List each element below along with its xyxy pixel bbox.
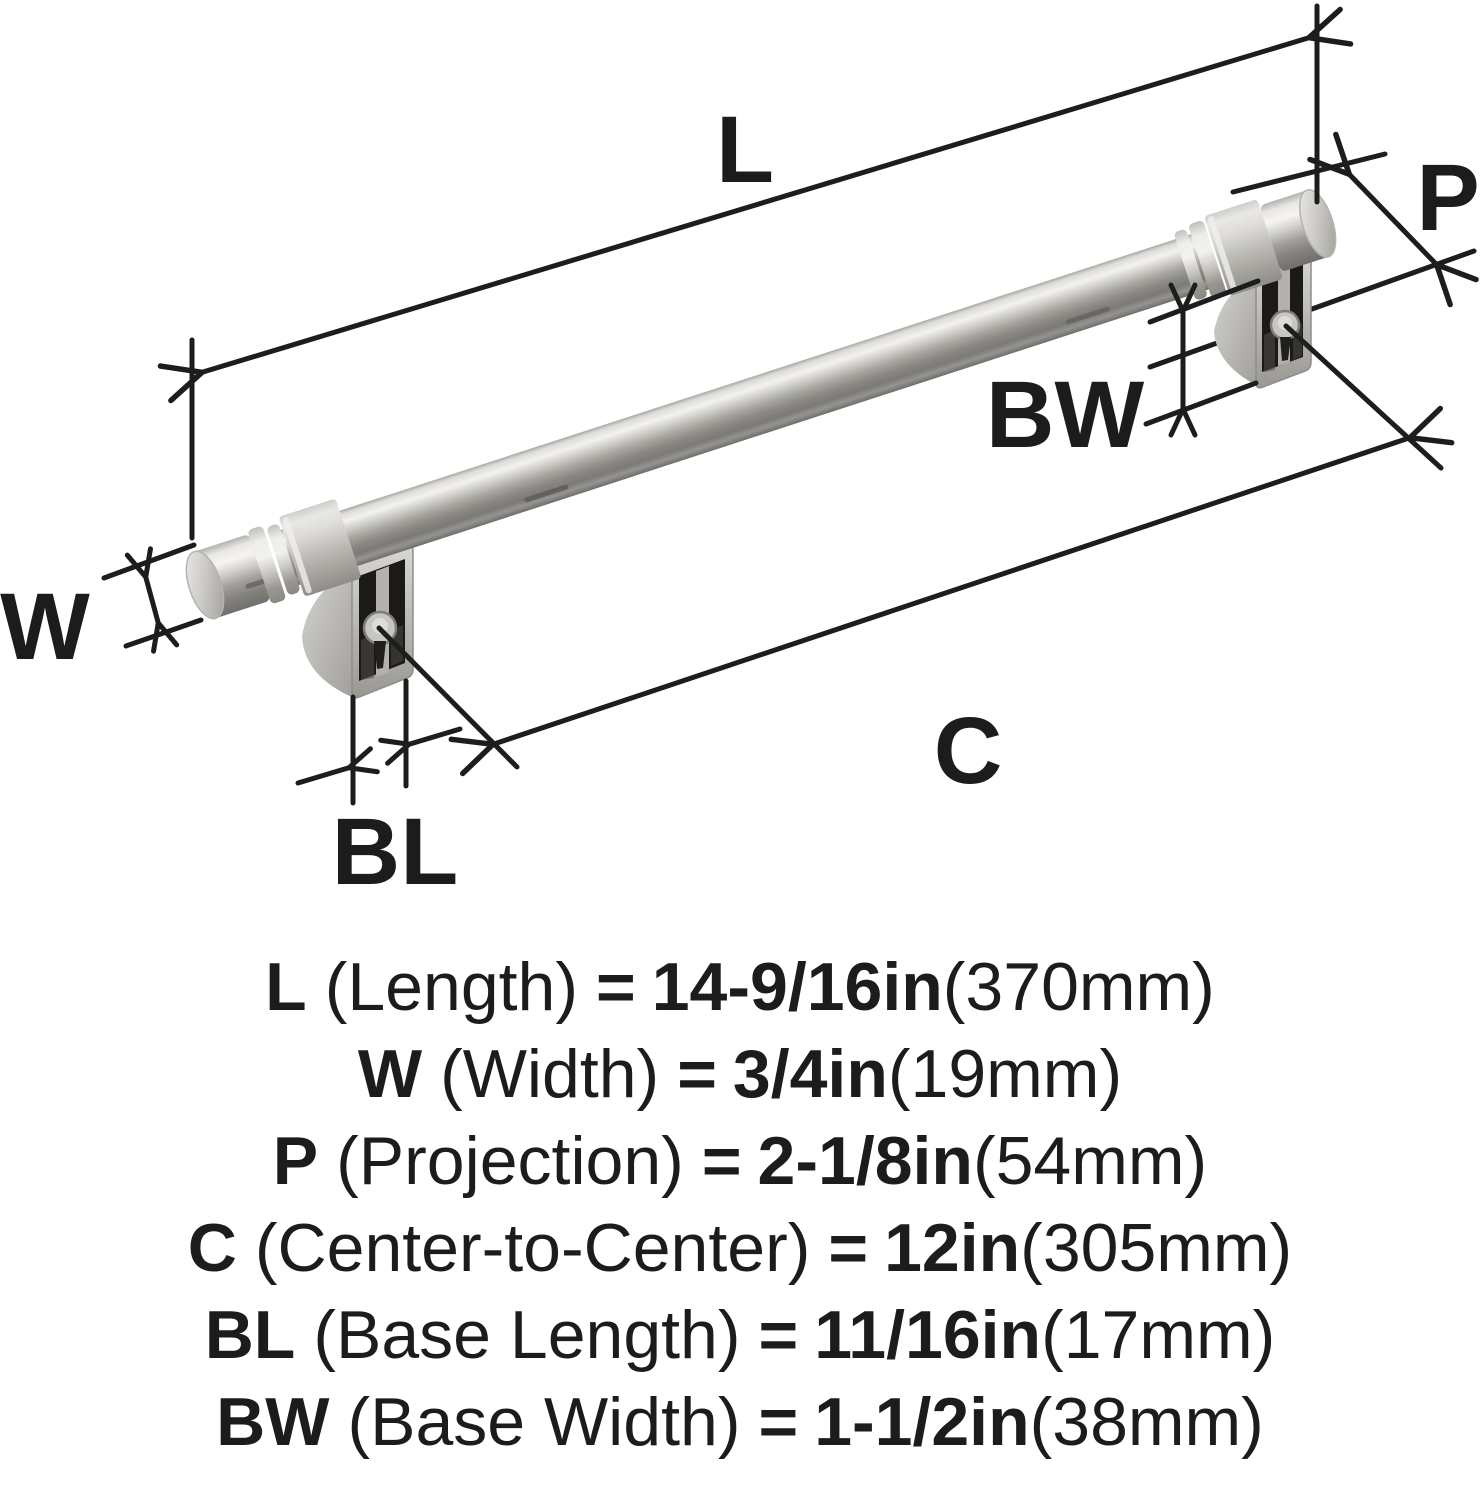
equals-sign: = [596, 949, 636, 1025]
dim-arrow-base-length-left [295, 746, 380, 786]
extension-line-base-width-top [1147, 278, 1261, 325]
spec-row-width: W(Width)=3/4in(19mm) [0, 1031, 1480, 1118]
spec-letter: P [272, 1123, 319, 1199]
spec-metric-value: (370mm) [942, 949, 1215, 1025]
dim-label-base-width: BW [986, 362, 1145, 468]
spec-row-base-length: BL(Base Length)=11/16in(17mm) [0, 1292, 1480, 1379]
spec-name: (Length) [324, 949, 578, 1025]
equals-sign: = [758, 1384, 799, 1460]
spec-name: (Base Length) [313, 1297, 741, 1373]
ring-left-inner [267, 524, 300, 595]
extension-line-width-bottom [123, 617, 204, 649]
dim-line-projection [1307, 131, 1479, 308]
equals-sign: = [758, 1297, 799, 1373]
dimension-lines [101, 3, 1479, 806]
spec-letter: BL [204, 1297, 296, 1373]
extension-line-center-left [376, 625, 520, 770]
bar-endcap-left [185, 550, 225, 620]
equals-sign: = [828, 1210, 869, 1286]
dim-label-center-to-center: C [934, 698, 1003, 804]
spec-imperial-value: 12in [884, 1210, 1021, 1286]
spec-metric-value: (54mm) [972, 1123, 1208, 1199]
spec-imperial-value: 1-1/2in [814, 1384, 1030, 1460]
spec-name: (Projection) [336, 1123, 684, 1199]
spec-metric-value: (19mm) [887, 1036, 1123, 1112]
post-flare-left [302, 572, 352, 697]
screw-slot-left [374, 641, 386, 669]
dim-arrow-base-length-right [378, 726, 463, 766]
spec-imperial-value: 2-1/8in [757, 1123, 973, 1199]
spec-imperial-value: 14-9/16in [651, 949, 943, 1025]
equals-sign: = [701, 1123, 742, 1199]
spec-list: L(Length)=14-9/16in(370mm) W(Width)=3/4i… [0, 944, 1480, 1466]
extension-line-width-top [101, 542, 197, 581]
spec-row-center-to-center: C(Center-to-Center)=12in(305mm) [0, 1205, 1480, 1292]
extension-line-center-right [1283, 323, 1444, 471]
spec-imperial-value: 11/16in [814, 1297, 1042, 1373]
spec-name: (Center-to-Center) [254, 1210, 811, 1286]
slot-reflection [1264, 330, 1275, 372]
spec-letter: BW [216, 1384, 330, 1460]
extension-line-base-width-bottom [1143, 380, 1259, 427]
spec-letter: C [187, 1210, 237, 1286]
product-dimension-illustration: L P W BW C BL [0, 3, 1480, 905]
spec-row-base-width: BW(Base Width)=1-1/2in(38mm) [0, 1379, 1480, 1466]
collar-highlight [282, 516, 312, 594]
spec-metric-value: (38mm) [1029, 1384, 1264, 1460]
ring-left-outer [248, 526, 286, 604]
equals-sign: = [677, 1036, 717, 1112]
slot-reflection [361, 634, 374, 680]
dim-line-center-to-center [448, 405, 1455, 777]
spec-imperial-value: 3/4in [732, 1036, 888, 1112]
dim-line-width [124, 546, 180, 654]
spec-metric-value: (305mm) [1020, 1210, 1293, 1286]
dim-label-length: L [716, 97, 774, 203]
dim-label-width: W [0, 574, 90, 680]
spec-name: (Width) [440, 1036, 660, 1112]
spec-metric-value: (17mm) [1041, 1297, 1276, 1373]
spec-letter: L [265, 949, 307, 1025]
handle-bar [185, 189, 1337, 620]
spec-name: (Base Width) [347, 1384, 741, 1460]
spec-row-projection: P(Projection)=2-1/8in(54mm) [0, 1118, 1480, 1205]
spec-row-length: L(Length)=14-9/16in(370mm) [0, 944, 1480, 1031]
dim-label-projection: P [1416, 145, 1479, 251]
dim-label-base-length: BL [332, 799, 459, 905]
dim-line-length [157, 6, 1354, 404]
spec-letter: W [357, 1036, 423, 1112]
